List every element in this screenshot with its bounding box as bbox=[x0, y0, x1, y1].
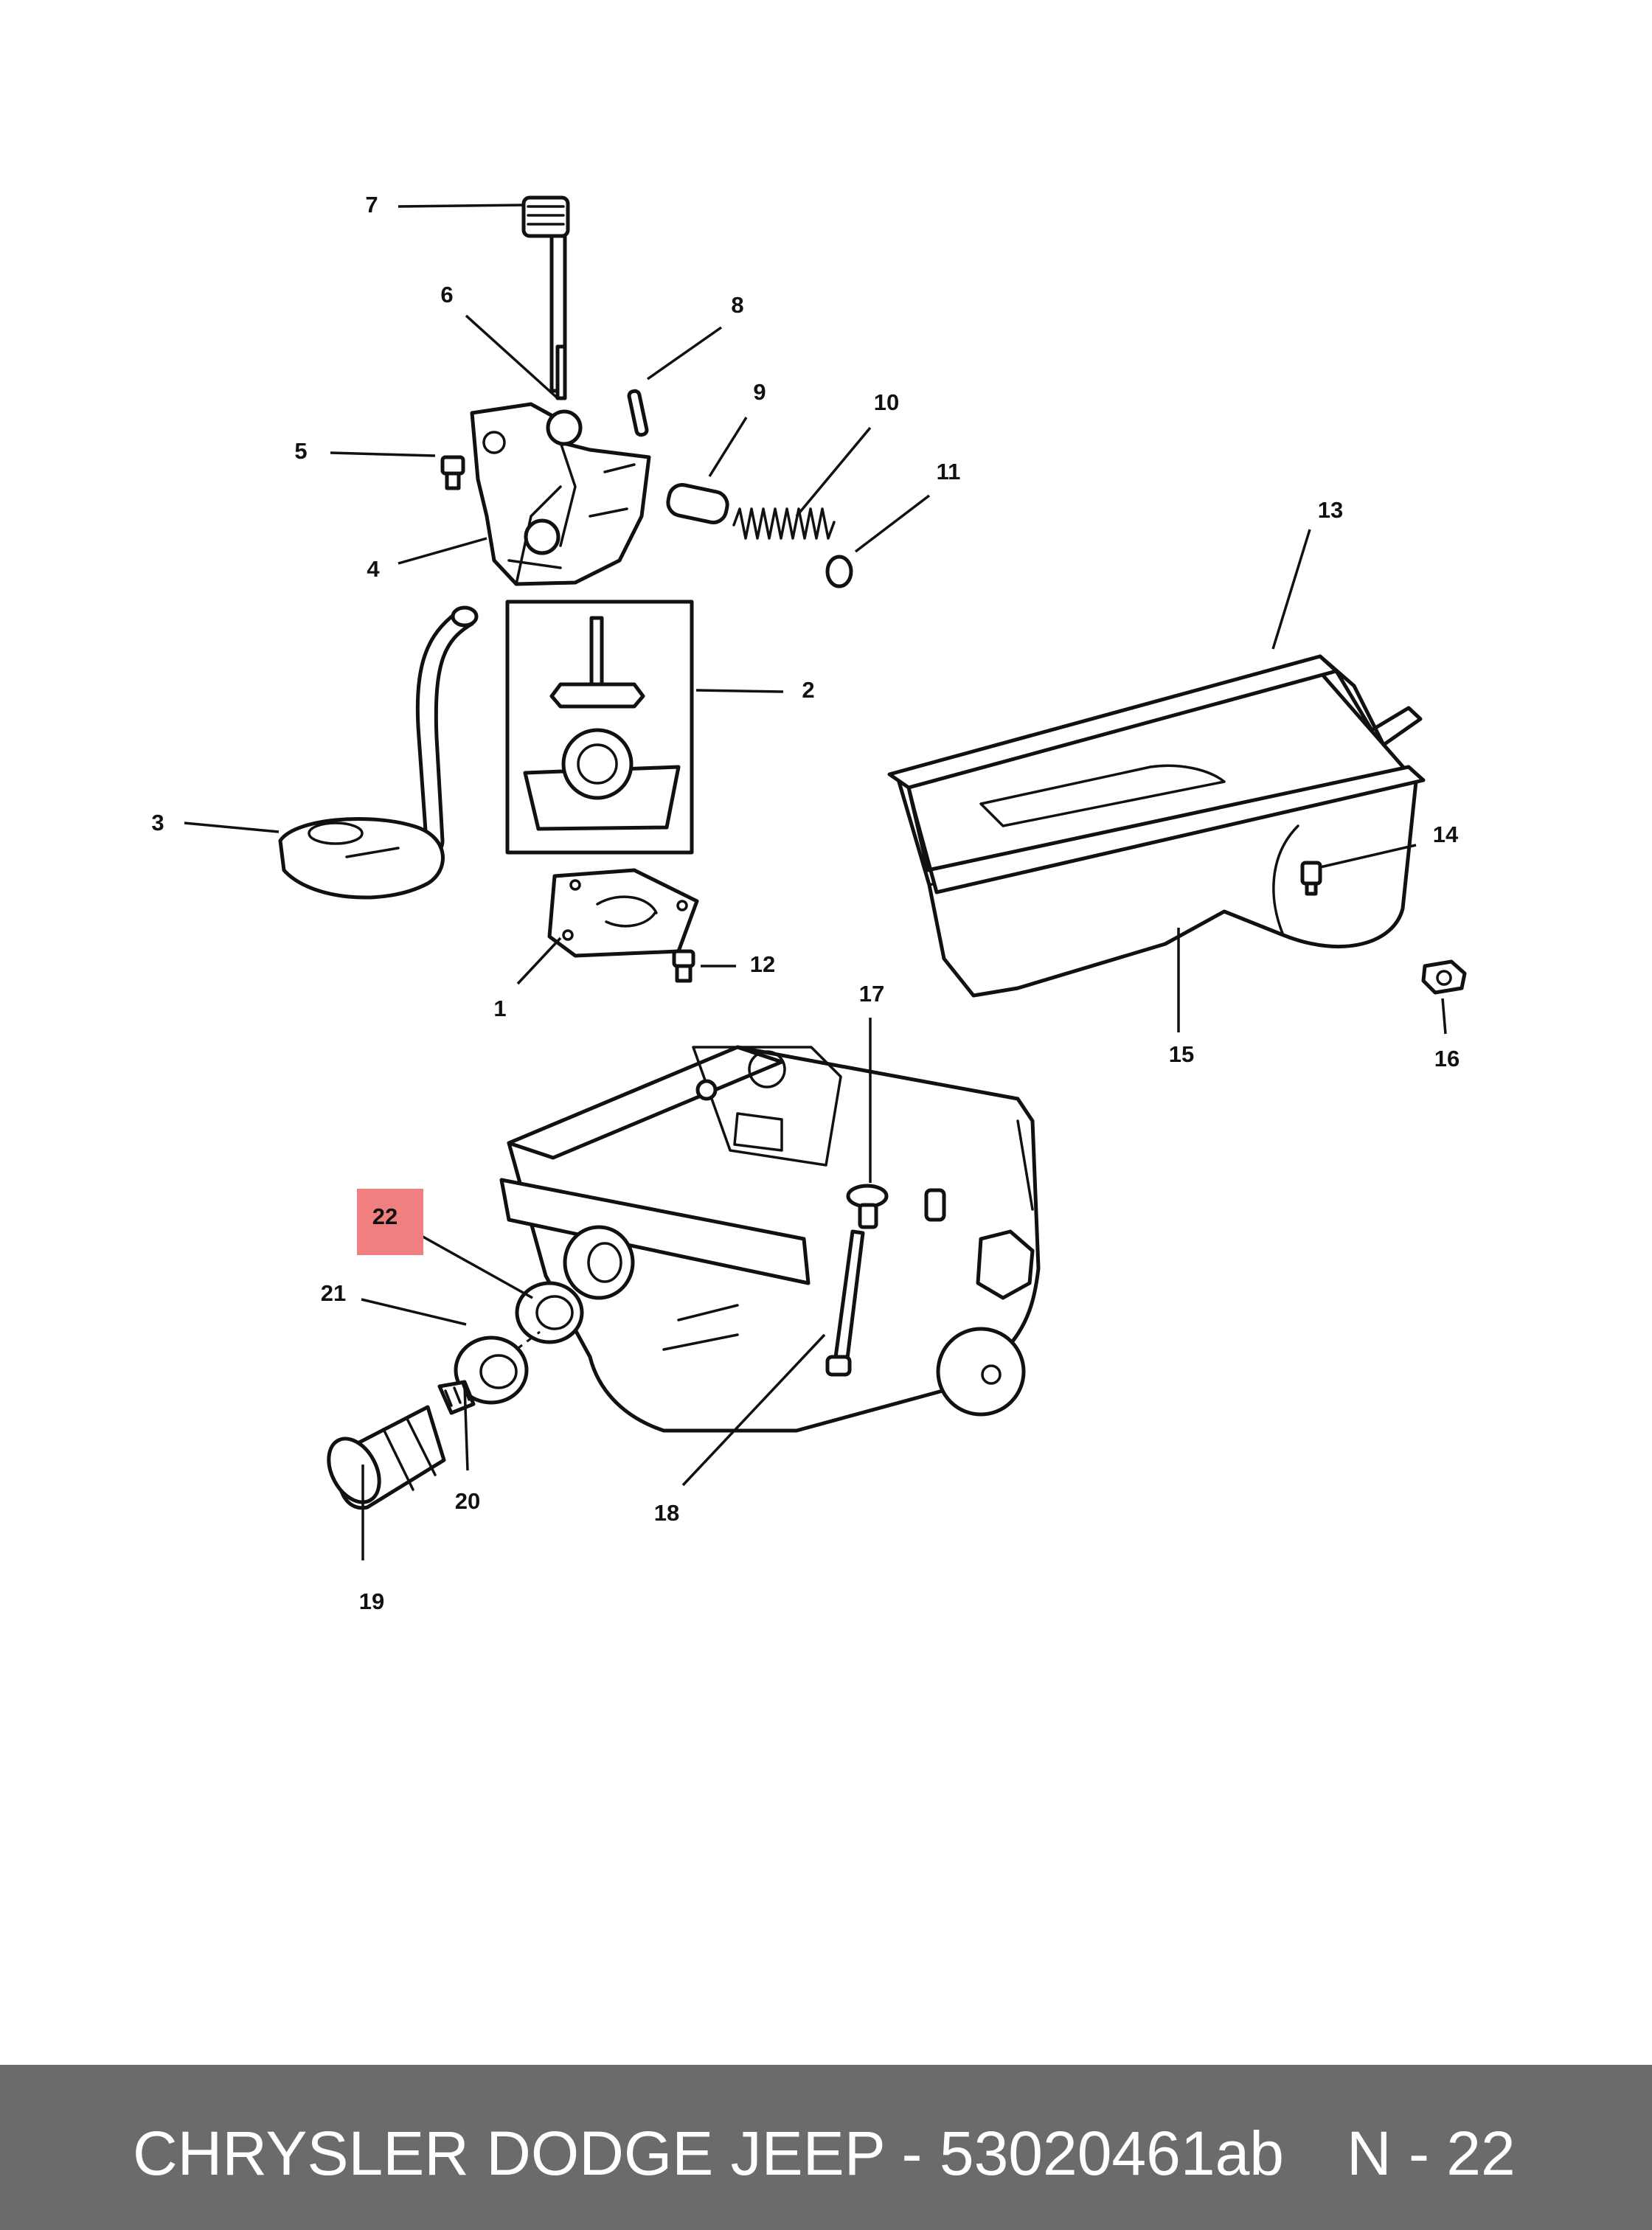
callout-8: 8 bbox=[731, 292, 743, 318]
footer-page-ref: N - 22 bbox=[1347, 2119, 1516, 2188]
pump-cover-gasket bbox=[547, 868, 699, 958]
oil-pump-drive-shaft bbox=[549, 234, 567, 400]
bolt-12 bbox=[672, 949, 695, 983]
distributor-cap-stub bbox=[976, 1229, 1035, 1300]
oil-pickup-screen bbox=[278, 817, 445, 900]
gasket-22 bbox=[515, 1281, 584, 1344]
crank-pulley bbox=[936, 1327, 1026, 1417]
callout-22: 22 bbox=[372, 1203, 398, 1229]
callout-20: 20 bbox=[455, 1488, 480, 1514]
callout-7: 7 bbox=[365, 192, 378, 218]
bolt-5 bbox=[440, 455, 465, 490]
callout-14: 14 bbox=[1433, 822, 1459, 847]
oil-filter-19 bbox=[327, 1405, 446, 1510]
oil-filter-adapter bbox=[563, 1225, 635, 1300]
callout-3: 3 bbox=[151, 810, 164, 836]
fitting-20 bbox=[437, 1380, 476, 1415]
drain-plug-16 bbox=[1421, 959, 1467, 995]
dipstick-tube bbox=[825, 1229, 865, 1377]
callout-19: 19 bbox=[359, 1588, 384, 1614]
highlight-22 bbox=[357, 1189, 423, 1255]
callout-6: 6 bbox=[440, 282, 453, 308]
oil-pickup-tube bbox=[415, 605, 479, 854]
callout-15: 15 bbox=[1169, 1041, 1194, 1067]
leader-lines bbox=[184, 204, 1447, 1560]
callout-5: 5 bbox=[294, 438, 307, 464]
oil-pan-gasket bbox=[887, 654, 1426, 895]
callout-17: 17 bbox=[859, 981, 884, 1007]
callout-10: 10 bbox=[874, 389, 899, 415]
callout-21: 21 bbox=[321, 1280, 346, 1306]
drive-gear bbox=[521, 195, 570, 238]
callout-16: 16 bbox=[1434, 1046, 1460, 1071]
callout-18: 18 bbox=[654, 1500, 679, 1526]
adapter-21 bbox=[454, 1335, 529, 1405]
parts-diagram: 1 2 3 4 5 6 7 8 9 10 11 12 13 14 15 16 1… bbox=[151, 192, 1467, 1614]
callouts: 1 2 3 4 5 6 7 8 9 10 11 12 13 14 15 16 1… bbox=[151, 192, 1460, 1614]
callout-13: 13 bbox=[1318, 497, 1343, 523]
callout-2: 2 bbox=[802, 677, 814, 703]
sensor-stub bbox=[924, 1188, 946, 1222]
dipstick bbox=[846, 1184, 889, 1229]
pan-bolt-14 bbox=[1300, 861, 1322, 896]
footer-bar: CHRYSLER DODGE JEEP - 53020461ab N - 22 bbox=[0, 2065, 1652, 2230]
callout-1: 1 bbox=[493, 996, 506, 1021]
relief-valve-cap bbox=[825, 555, 853, 588]
callout-11: 11 bbox=[937, 459, 961, 484]
callout-4: 4 bbox=[367, 556, 380, 582]
rotor-set-box bbox=[505, 600, 694, 855]
relief-valve-spring bbox=[732, 507, 836, 540]
callout-12: 12 bbox=[750, 951, 775, 977]
relief-pin bbox=[627, 389, 649, 437]
footer-part-title: CHRYSLER DODGE JEEP - 53020461ab bbox=[133, 2119, 1285, 2188]
callout-9: 9 bbox=[753, 379, 766, 405]
oil-pump-body bbox=[470, 402, 651, 586]
relief-valve-piston bbox=[666, 482, 729, 525]
